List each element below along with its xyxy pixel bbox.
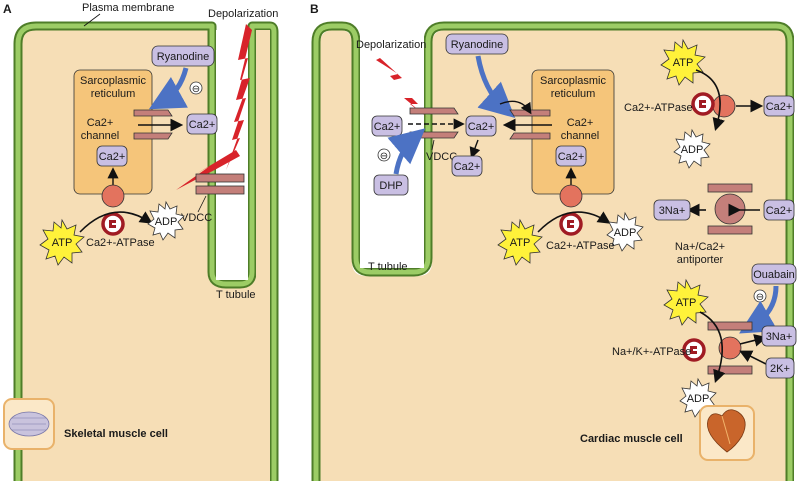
antiporter-label-line1: Na+/Ca2+: [675, 241, 725, 253]
atp-burst-b: ATP: [497, 219, 543, 266]
svg-text:Ca2+: Ca2+: [374, 121, 401, 133]
adp-burst-b: ADP: [606, 212, 644, 252]
panel-b-letter: B: [310, 2, 319, 16]
cardiac-cytoplasm: [320, 30, 786, 481]
ryanodine-drug-a: Ryanodine: [151, 45, 215, 67]
svg-text:3Na+: 3Na+: [659, 205, 686, 217]
svg-text:2K+: 2K+: [770, 363, 790, 375]
nak-atp-burst: ATP: [663, 279, 709, 326]
channel-label-line1-a: Ca2+: [87, 117, 114, 129]
svg-text:Ryanodine: Ryanodine: [451, 39, 504, 51]
na-k-atpase: [707, 321, 753, 375]
svg-text:Ca2+: Ca2+: [99, 151, 126, 163]
ca-trigger-b: Ca2+: [465, 115, 497, 137]
skeletal-cell-icon: [3, 398, 55, 450]
panel-a: A Plasma membrane Depolarization Sarcopl…: [3, 2, 279, 481]
sr-label-line2-a: reticulum: [91, 88, 136, 100]
atp-burst-a: ATP: [39, 219, 85, 266]
svg-text:3Na+: 3Na+: [766, 331, 793, 343]
cardiac-cell-label: Cardiac muscle cell: [580, 433, 683, 445]
sr-pump-label-a: Ca2+-ATPase: [86, 237, 155, 249]
ouabain-inhibit-icon: ⊖: [756, 292, 764, 303]
panel-a-letter: A: [3, 2, 12, 16]
depolarization-bolt-b: [376, 58, 428, 118]
vdcc-label-a: VDCC: [181, 212, 212, 224]
nak-label: Na+/K+-ATPase: [612, 346, 691, 358]
ca-ion-in-b: Ca2+: [555, 145, 587, 167]
svg-text:Ouabain: Ouabain: [753, 269, 795, 281]
ryanodine-drug-b: Ryanodine: [445, 33, 509, 55]
sr-label-line1-a: Sarcoplasmic: [80, 75, 147, 87]
ryanodine-receptor-b: [509, 109, 551, 140]
cardiac-heart-icon: [699, 405, 755, 461]
t-tubule-label-a: T tubule: [216, 289, 256, 301]
depolarization-label-a: Depolarization: [208, 8, 278, 20]
plasma-membrane-label: Plasma membrane: [82, 2, 174, 14]
dhp-drug: DHP: [373, 174, 409, 196]
ryanodine-receptor-a: [133, 109, 173, 140]
svg-text:Ca2+: Ca2+: [189, 119, 216, 131]
pm-ca-pump: [712, 94, 736, 118]
svg-text:Ca2+: Ca2+: [468, 121, 495, 133]
panel-b: B Depolarization VDCC Ca2+ ⊖ DHP: [310, 0, 800, 481]
pm-atp-burst: ATP: [660, 39, 706, 86]
svg-text:Ca2+: Ca2+: [766, 205, 793, 217]
adp-burst-a: ADP: [147, 201, 185, 241]
svg-text:ADP: ADP: [681, 144, 704, 156]
sr-label-line2-b: reticulum: [551, 88, 596, 100]
sr-ca-pump-b: [559, 184, 583, 208]
depolarization-label-b: Depolarization: [356, 39, 426, 51]
skeletal-cell-label: Skeletal muscle cell: [64, 428, 168, 440]
svg-text:ADP: ADP: [687, 393, 710, 405]
dhp-inhibit-icon: ⊖: [380, 151, 388, 162]
depolarization-bolt-a: [226, 24, 252, 170]
ca-exchange-ion: Ca2+: [763, 199, 795, 221]
svg-text:Ca2+: Ca2+: [454, 161, 481, 173]
nak-na-ion: 3Na+: [761, 325, 797, 347]
antiporter-label-line2: antiporter: [677, 254, 724, 266]
t-tubule-label-b: T tubule: [368, 261, 408, 273]
channel-label-line1-b: Ca2+: [567, 117, 594, 129]
svg-text:DHP: DHP: [379, 180, 402, 192]
svg-text:ATP: ATP: [52, 237, 73, 249]
ryanodine-inhibit-icon: ⊖: [192, 84, 200, 95]
ca-ion-out-a: Ca2+: [186, 113, 218, 135]
svg-text:Ryanodine: Ryanodine: [157, 51, 210, 63]
svg-text:ATP: ATP: [676, 297, 697, 309]
ca-ion-vdcc-b: Ca2+: [371, 115, 403, 137]
na3-ion: 3Na+: [653, 199, 691, 221]
svg-text:ADP: ADP: [614, 227, 637, 239]
channel-label-line2-a: channel: [81, 130, 120, 142]
svg-text:ATP: ATP: [673, 57, 694, 69]
svg-text:ATP: ATP: [510, 237, 531, 249]
pm-ca-ion: Ca2+: [763, 95, 795, 117]
nak-k-ion: 2K+: [765, 357, 795, 379]
svg-text:Ca2+: Ca2+: [558, 151, 585, 163]
svg-text:Ca2+: Ca2+: [766, 101, 793, 113]
vdcc-label-b: VDCC: [426, 151, 457, 163]
vdcc-a: [195, 173, 245, 195]
ouabain-drug: Ouabain: [751, 263, 797, 285]
ca-ion-in-a: Ca2+: [96, 145, 128, 167]
sr-label-line1-b: Sarcoplasmic: [540, 75, 607, 87]
channel-label-line2-b: channel: [561, 130, 600, 142]
nak-adp-burst: ADP: [679, 378, 717, 418]
pm-adp-burst: ADP: [673, 129, 711, 169]
ca-ion-down-b: Ca2+: [451, 155, 483, 177]
pm-pump-label: Ca2+-ATPase: [624, 102, 693, 114]
svg-text:ADP: ADP: [155, 216, 178, 228]
sr-pump-label-b: Ca2+-ATPase: [546, 240, 615, 252]
sr-ca-pump-a: [101, 184, 125, 208]
